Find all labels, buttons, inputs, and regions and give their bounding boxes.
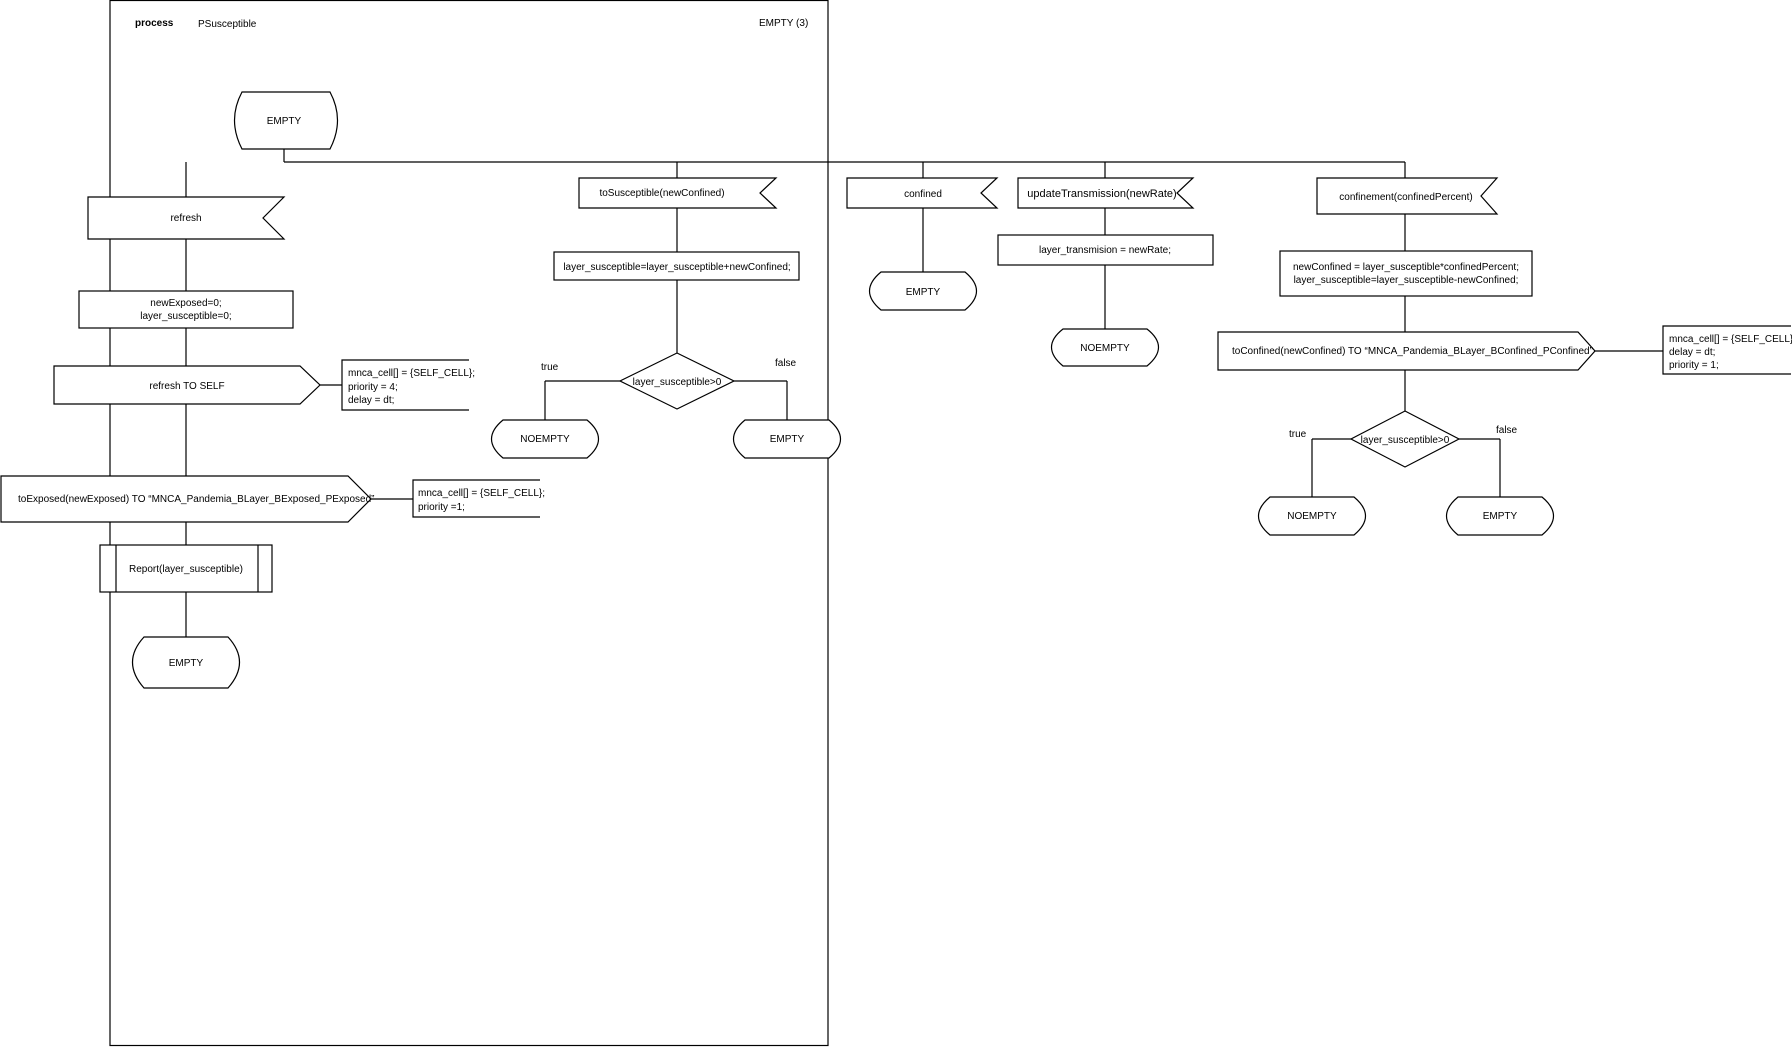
decision-susceptible: layer_susceptible>0 (1349, 410, 1461, 468)
state-empty: EMPTY (868, 271, 978, 311)
comment-line: delay = dt; (1669, 347, 1715, 358)
state-empty: EMPTY (732, 419, 842, 459)
comment-line: mnca_cell[] = {SELF_CELL}; (1669, 334, 1792, 345)
true-label: true (1289, 429, 1307, 440)
comment-line: priority =1; (418, 502, 465, 513)
input-signal-confined: confined (846, 177, 999, 209)
header-keyword: process (135, 18, 174, 29)
process-frame (109, 0, 829, 1047)
state-label: NOEMPTY (520, 434, 570, 445)
task-line: layer_susceptible=layer_susceptible+newC… (563, 262, 790, 273)
state-noempty: NOEMPTY (1050, 328, 1160, 367)
state-label: EMPTY (770, 434, 805, 445)
procedure-label: Report(layer_susceptible) (129, 564, 243, 575)
output-refresh-to-self: refresh TO SELF (53, 365, 321, 405)
next-state-empty: EMPTY (131, 636, 241, 689)
output-to-confined: toConfined(newConfined) TO “MNCA_Pandemi… (1217, 331, 1596, 371)
procedure-call-report: Report(layer_susceptible) (99, 544, 273, 593)
header-page-label: EMPTY (3) (759, 18, 808, 29)
input-signal-tosusceptible: toSusceptible(newConfined) (578, 177, 778, 209)
branch-refresh: refresh newExposed=0; layer_susceptible=… (0, 196, 545, 689)
branch-update-transmission: updateTransmission(newRate) layer_transm… (997, 177, 1214, 367)
task-line: newExposed=0; (150, 298, 221, 309)
input-signal-label: confined (904, 189, 942, 200)
state-label: NOEMPTY (1287, 511, 1337, 522)
comment-exposed: mnca_cell[] = {SELF_CELL}; priority =1; (412, 479, 545, 518)
task-reset: newExposed=0; layer_susceptible=0; (78, 290, 294, 329)
input-signal-label: refresh (170, 213, 201, 224)
flow-lines (185, 149, 1663, 637)
input-signal-refresh: refresh (87, 196, 286, 240)
output-to-exposed: toExposed(newExposed) TO “MNCA_Pandemia_… (0, 475, 375, 523)
false-label: false (1496, 425, 1518, 436)
branch-confinement: confinement(confinedPercent) newConfined… (1217, 177, 1792, 536)
input-signal-label: updateTransmission(newRate) (1027, 188, 1176, 200)
state-label: EMPTY (169, 658, 204, 669)
start-state-label: EMPTY (267, 116, 302, 127)
task-line: layer_susceptible=0; (140, 311, 231, 322)
state-empty: EMPTY (1445, 496, 1555, 536)
input-signal-update-transmission: updateTransmission(newRate) (1017, 177, 1195, 209)
comment-line: priority = 4; (348, 382, 398, 393)
start-state: EMPTY (233, 91, 339, 150)
decision-label: layer_susceptible>0 (633, 377, 722, 388)
true-label: true (541, 362, 559, 373)
state-noempty: NOEMPTY (490, 419, 600, 459)
comment-refresh: mnca_cell[] = {SELF_CELL}; priority = 4;… (341, 359, 475, 411)
task-add-confined: layer_susceptible=layer_susceptible+newC… (553, 251, 800, 281)
output-label: refresh TO SELF (149, 381, 224, 392)
false-label: false (775, 358, 797, 369)
input-signal-label: confinement(confinedPercent) (1339, 192, 1472, 203)
comment-line: priority = 1; (1669, 360, 1719, 371)
state-label: EMPTY (906, 287, 941, 298)
state-label: NOEMPTY (1080, 343, 1130, 354)
state-label: EMPTY (1483, 511, 1518, 522)
input-signal-confinement: confinement(confinedPercent) (1316, 177, 1499, 215)
comment-line: mnca_cell[] = {SELF_CELL}; (348, 368, 475, 379)
comment-line: delay = dt; (348, 395, 394, 406)
state-noempty: NOEMPTY (1257, 496, 1367, 536)
input-signal-label: toSusceptible(newConfined) (599, 188, 724, 199)
branch-confined: confined EMPTY (846, 177, 999, 311)
task-line: layer_transmision = newRate; (1039, 245, 1171, 256)
comment-line: mnca_cell[] = {SELF_CELL}; (418, 488, 545, 499)
output-label: toConfined(newConfined) TO “MNCA_Pandemi… (1232, 346, 1593, 357)
task-line: layer_susceptible=layer_susceptible-newC… (1294, 275, 1519, 286)
output-label: toExposed(newExposed) TO “MNCA_Pandemia_… (18, 494, 375, 505)
decision-susceptible: layer_susceptible>0 (618, 352, 736, 410)
header-process-name: PSusceptible (198, 19, 257, 30)
task-compute-confined: newConfined = layer_susceptible*confined… (1279, 250, 1533, 297)
branch-tosusceptible: toSusceptible(newConfined) layer_suscept… (490, 177, 842, 459)
decision-label: layer_susceptible>0 (1361, 435, 1450, 446)
task-line: newConfined = layer_susceptible*confined… (1293, 262, 1519, 273)
task-set-rate: layer_transmision = newRate; (997, 234, 1214, 266)
comment-confined: mnca_cell[] = {SELF_CELL}; delay = dt; p… (1662, 325, 1792, 375)
